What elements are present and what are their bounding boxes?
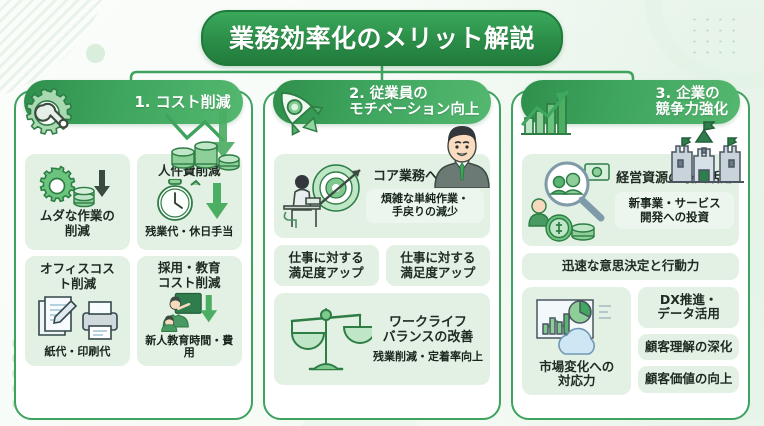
pill-customer-understanding[interactable]: 顧客理解の深化: [638, 333, 740, 360]
balance-scale-icon: [290, 308, 372, 371]
panel-3-title-line1: 3. 企業の: [655, 85, 720, 102]
card-subtitle: 煩雑な単純作業・手戻りの減少: [365, 189, 485, 223]
pill-customer-value[interactable]: 顧客価値の向上: [638, 366, 740, 393]
page-title: 業務効率化のメリット解説: [200, 10, 563, 66]
card-recruit-education-cost[interactable]: 採用・教育コスト削減: [136, 256, 242, 366]
columns-container: 1. コスト削減: [0, 80, 764, 420]
panel-3-title-line2: 競争力強化: [655, 102, 729, 118]
panel-3-body: 経営資源の最大活用 新事業・サービス開発への投資 迅速な意思決定と行動力: [522, 154, 740, 395]
card-subtitle: 新人教育時間・費用: [145, 333, 234, 360]
card-title: 採用・教育コスト削減: [158, 260, 221, 290]
panel-cost-reduction: 1. コスト削減: [14, 80, 253, 420]
card-subtitle: 残業代・休日手当: [145, 225, 234, 239]
pill-fast-decision[interactable]: 迅速な意思決定と行動力: [522, 253, 740, 280]
panel-3-right-stack: DX推進・データ活用 顧客理解の深化 顧客価値の向上: [638, 286, 740, 395]
stopwatch-down-arrow-icon: [157, 179, 229, 222]
panel-2-title-line1: 2. 従業員の: [349, 85, 428, 102]
desk-target-arrow-icon: [282, 164, 361, 228]
panel-1-body: ムダな作業の削減 オフィスコスト削減: [25, 154, 242, 366]
card-title: 人件費削減: [158, 162, 221, 178]
card-title: 市場変化への対応力: [539, 358, 615, 388]
card-subtitle: 紙代・印刷代: [44, 345, 111, 359]
dashboard-cloud-icon: [536, 298, 611, 355]
card-title: ワークライフバランスの改善: [382, 314, 474, 345]
card-wasteful-work[interactable]: ムダな作業の削減: [25, 154, 130, 250]
paper-printer-icon: [38, 296, 119, 340]
card-subtitle: 新事業・サービス開発への投資: [615, 192, 735, 229]
card-labor-cost[interactable]: 人件費削減 残業代・: [136, 154, 242, 250]
pill-job-satisfaction-1[interactable]: 仕事に対する満足度アップ: [273, 245, 379, 286]
card-core-business-focus[interactable]: コア業務への集中 煩雑な単純作業・手戻りの減少: [273, 154, 491, 238]
card-resource-utilization[interactable]: 経営資源の最大活用 新事業・サービス開発への投資: [522, 154, 740, 246]
title-area: 業務効率化のメリット解説: [0, 10, 764, 66]
card-title: 経営資源の最大活用: [616, 171, 734, 187]
pill-job-satisfaction-2[interactable]: 仕事に対する満足度アップ: [385, 245, 491, 286]
card-work-life-balance[interactable]: ワークライフバランスの改善 残業削減・定着率向上: [273, 293, 491, 385]
panel-competitiveness: 3. 企業の 競争力強化: [511, 80, 751, 420]
panel-1-left-column: ムダな作業の削減 オフィスコスト削減: [25, 154, 130, 366]
gear-coins-down-icon: [40, 165, 111, 208]
teacher-whiteboard-down-arrow-icon: [161, 292, 218, 332]
panel-2-body: コア業務への集中 煩雑な単純作業・手戻りの減少 仕事に対する満足度アップ 仕事に…: [273, 154, 491, 385]
panel-1-grid: ムダな作業の削減 オフィスコスト削減: [25, 154, 242, 366]
panel-1-right-column: 人件費削減 残業代・: [136, 154, 242, 366]
panel-2-header: 2. 従業員の モチベーション向上: [272, 80, 492, 124]
card-subtitle: 残業削減・定着率向上: [373, 349, 483, 363]
satisfaction-pill-row: 仕事に対する満足度アップ 仕事に対する満足度アップ: [273, 245, 491, 286]
panel-2-title-line2: モチベーション向上: [349, 102, 480, 118]
card-title: オフィスコスト削減: [40, 261, 115, 291]
card-market-adaptability[interactable]: 市場変化への対応力: [522, 286, 632, 395]
pill-dx-promotion[interactable]: DX推進・データ活用: [638, 286, 740, 328]
card-office-cost[interactable]: オフィスコスト削減: [25, 256, 130, 366]
card-title: ムダな作業の削減: [39, 208, 115, 238]
gear-wrench-icon: [25, 87, 73, 135]
growth-bar-chart-arrow-icon: [521, 90, 572, 135]
rocket-icon: [280, 92, 324, 136]
panel-employee-motivation: 2. 従業員の モチベーション向上: [262, 80, 502, 420]
magnifier-people-money-icon: [528, 161, 611, 242]
card-title: コア業務への集中: [373, 169, 478, 185]
panel-3-bottom-row: 市場変化への対応力 DX推進・データ活用 顧客理解の深化 顧客価値の向上: [522, 286, 740, 395]
panel-1-title: 1. コスト削減: [134, 92, 231, 111]
